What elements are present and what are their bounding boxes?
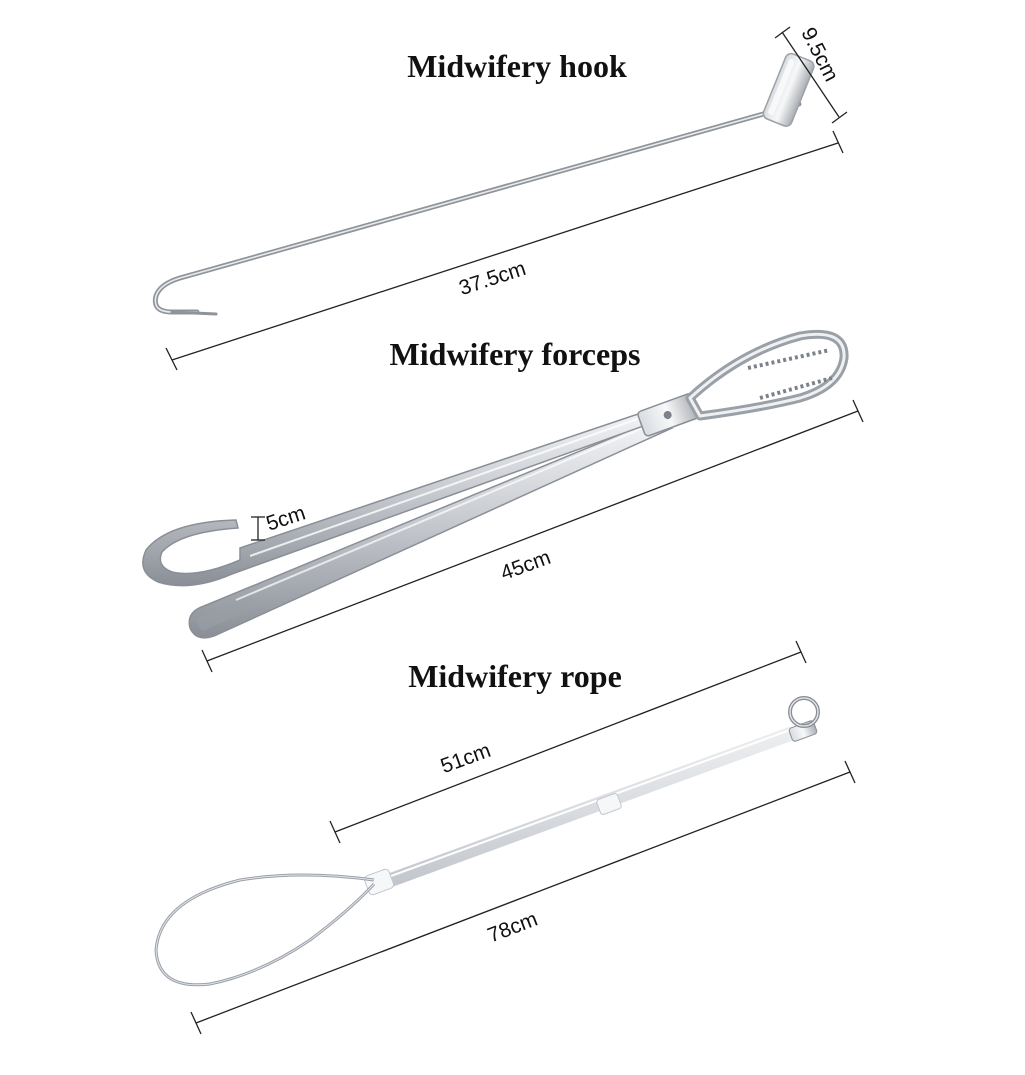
midwifery-rope-illustration xyxy=(154,696,820,987)
hook-dimension-lines xyxy=(165,26,848,371)
rope-dimension-lines xyxy=(190,640,856,1035)
rope-title: Midwifery rope xyxy=(408,658,622,694)
forceps-dimension-lines xyxy=(201,399,864,673)
hook-title: Midwifery hook xyxy=(407,48,627,84)
midwifery-hook-illustration xyxy=(152,52,815,316)
forceps-title: Midwifery forceps xyxy=(389,336,641,372)
midwifery-forceps-illustration xyxy=(142,329,849,639)
